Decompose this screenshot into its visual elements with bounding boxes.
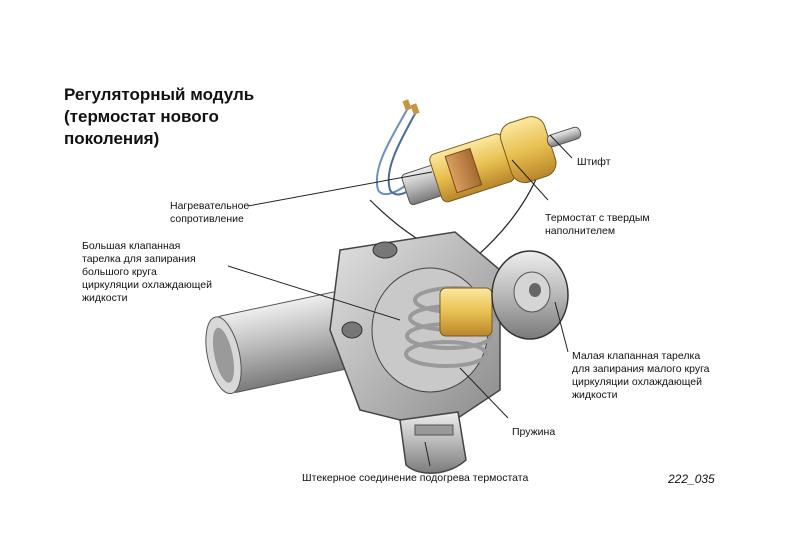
figure-id: 222_035 <box>668 472 715 486</box>
bolt-hole-top <box>372 241 398 259</box>
leader-plug-connector <box>424 441 431 467</box>
label-thermostat-solid: Термостат с твердым наполнителем <box>545 212 650 237</box>
thermostat-element-inset <box>375 99 582 206</box>
label-big-valve-plate: Большая клапанная тарелка для запирания … <box>82 240 212 304</box>
leader-pin <box>549 134 573 159</box>
leader-spring <box>459 367 509 419</box>
wire-1 <box>375 107 409 196</box>
wire-tip-1 <box>402 99 412 111</box>
label-spring: Пружина <box>512 426 556 438</box>
label-pin: Штифт <box>577 156 611 168</box>
pin <box>546 126 582 148</box>
label-small-valve-plate: Малая клапанная тарелка для запирания ма… <box>572 350 710 401</box>
leader-small-valve-plate <box>554 301 569 353</box>
plug-connector <box>399 411 467 474</box>
page-title: Регуляторный модуль (термостат нового по… <box>64 85 255 148</box>
thermostat-core <box>439 287 493 337</box>
bolt-hole-left <box>341 321 363 339</box>
wire-tip-2 <box>410 103 420 115</box>
leader-thermostat-solid <box>511 159 549 201</box>
leader-heating-resistor <box>247 171 433 207</box>
heating-resistor <box>444 147 483 194</box>
leader-lines <box>227 134 573 467</box>
leader-big-valve-plate <box>227 265 401 321</box>
label-plug-connector: Штекерное соединение подогрева термостат… <box>302 472 529 484</box>
label-heating-resistor: Нагревательное сопротивление <box>170 200 250 225</box>
thermostat-housing-main <box>205 231 569 474</box>
wire-2 <box>387 111 417 196</box>
